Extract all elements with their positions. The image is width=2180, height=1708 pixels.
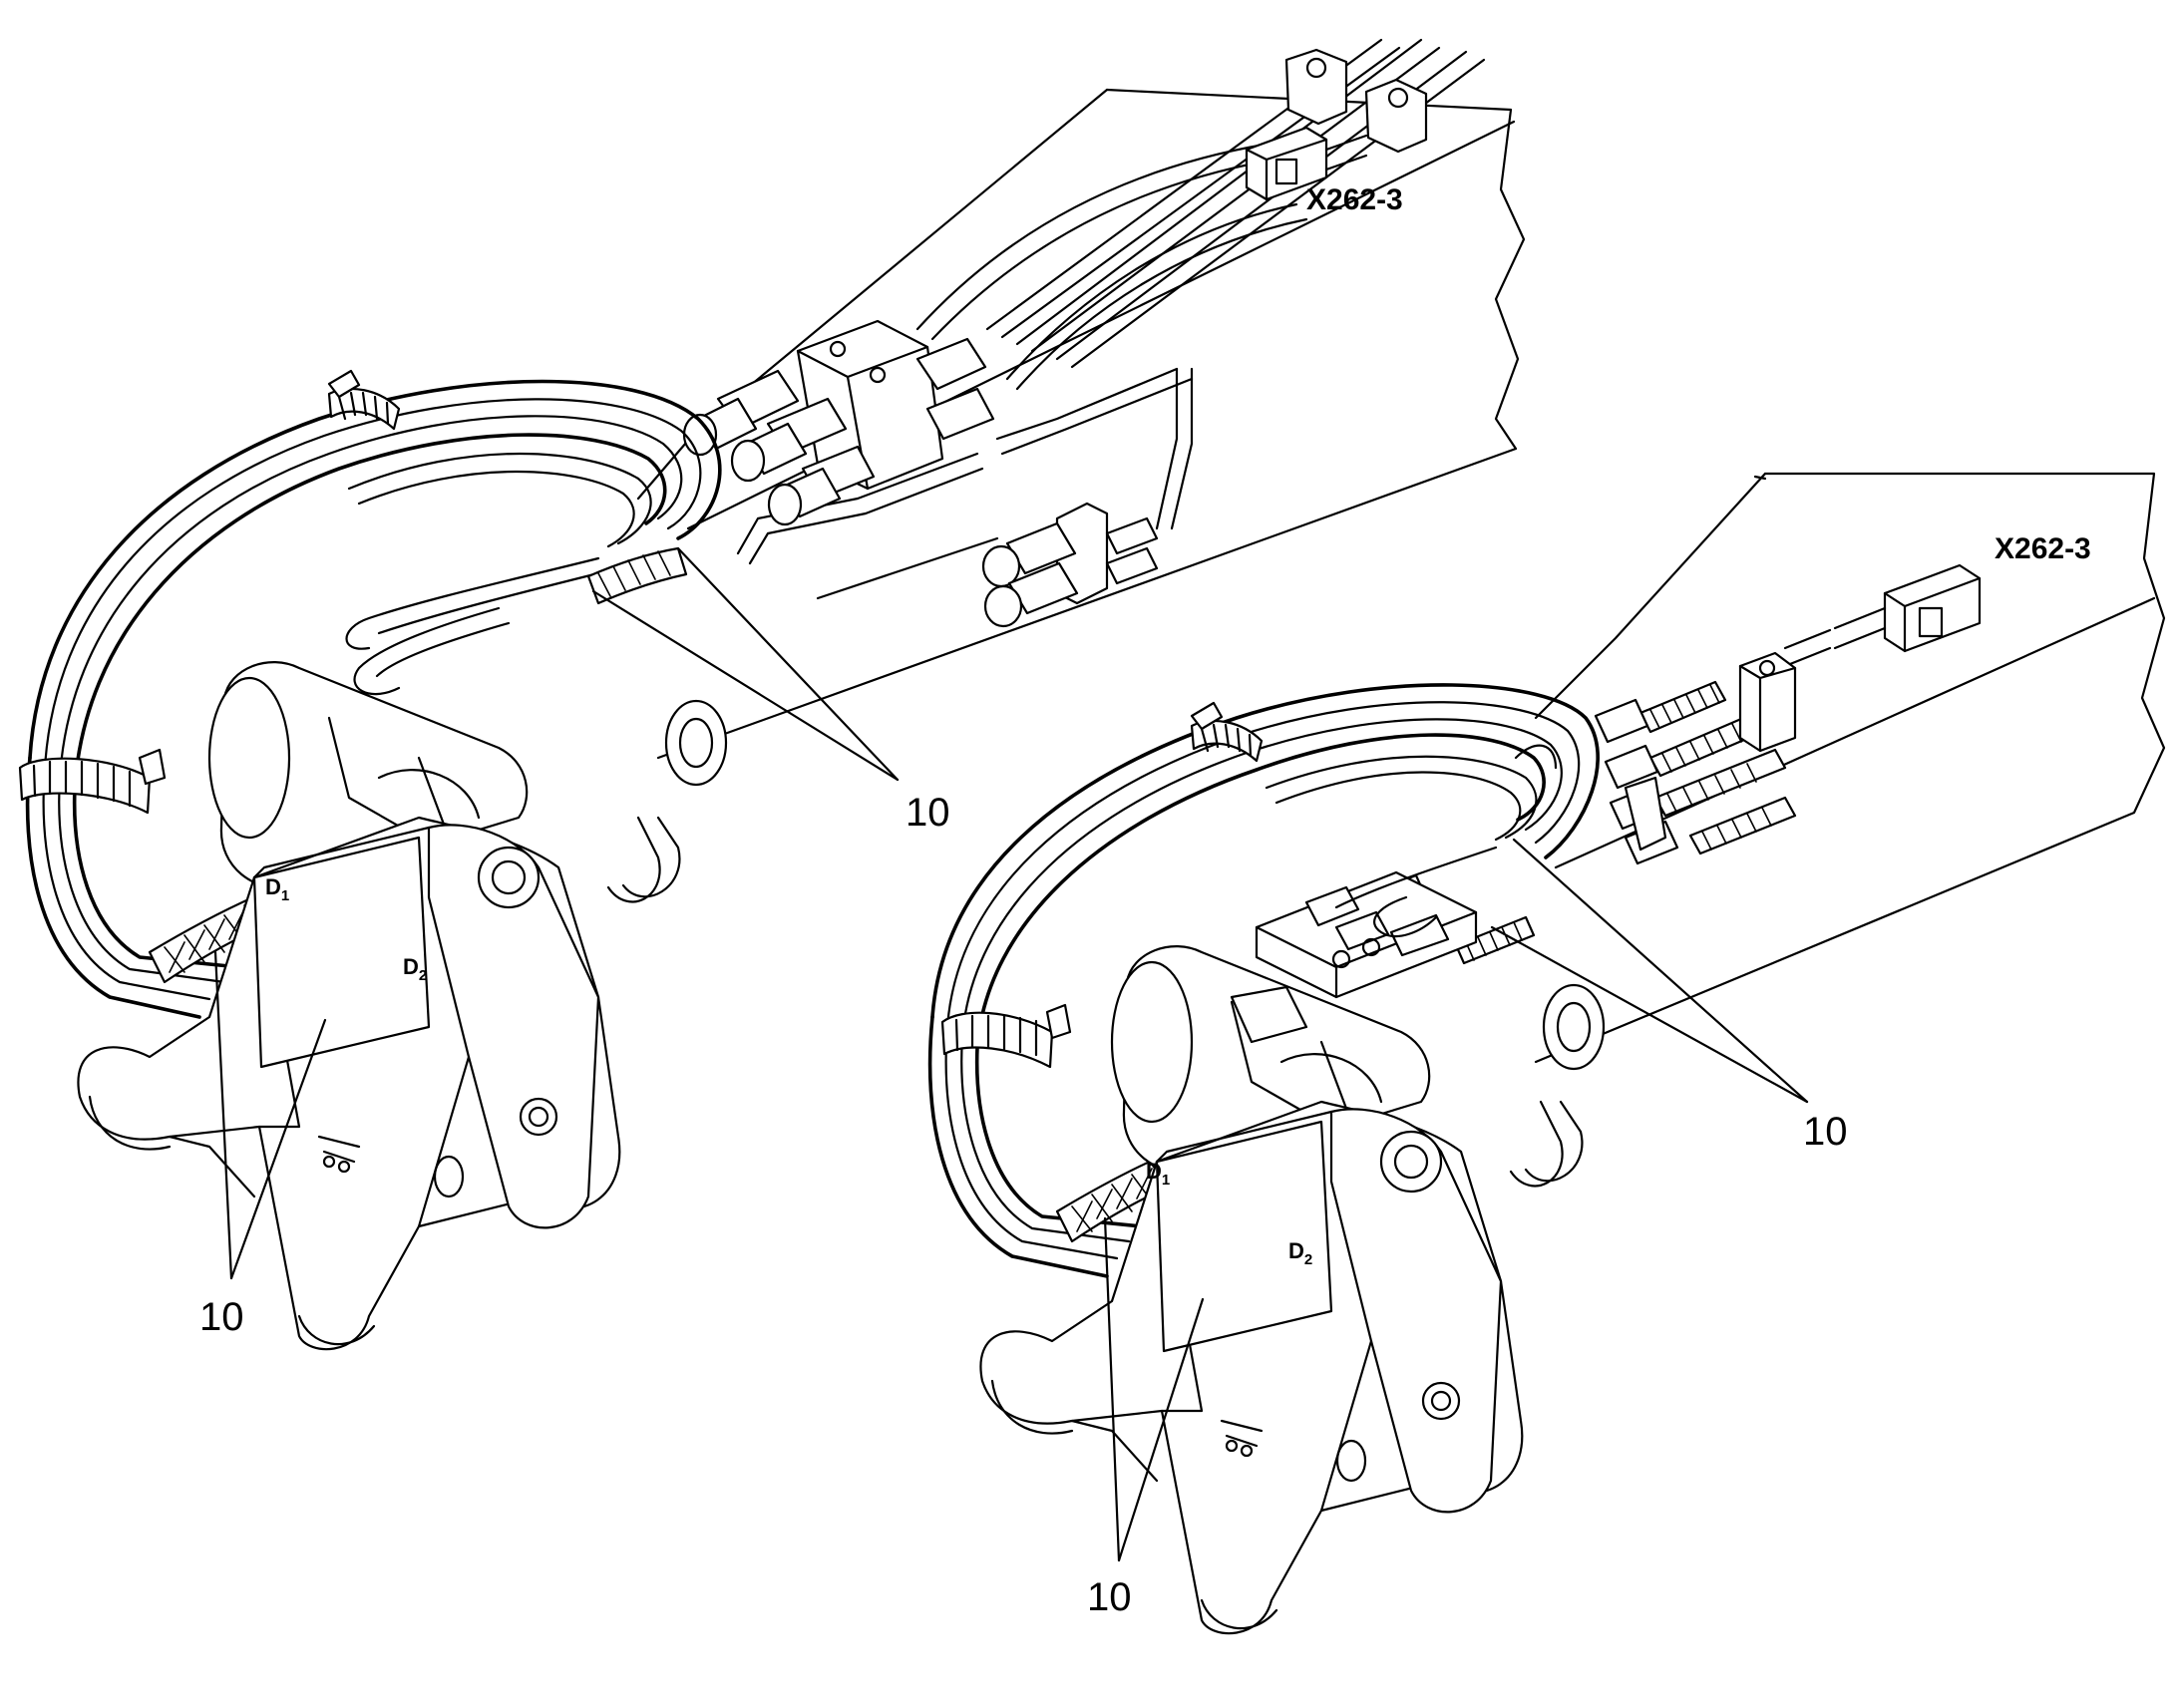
left-d-port-labels: D1 D2 xyxy=(265,874,427,984)
right-electrical-connector xyxy=(1783,563,1982,668)
left-d1-letter: D xyxy=(265,874,281,899)
right-hose-coil xyxy=(927,683,1600,1278)
left-d2-index: 2 xyxy=(419,967,427,984)
right-hitch-body xyxy=(979,1100,1584,1635)
right-d1-letter: D xyxy=(1146,1159,1162,1184)
right-port-plate xyxy=(1155,1110,1333,1353)
left-hose-clamps xyxy=(18,369,401,815)
left-hitch-body xyxy=(77,816,681,1351)
callout-10-right-lower: 10 xyxy=(1087,1575,1132,1619)
svg-text:D2: D2 xyxy=(1288,1238,1312,1268)
left-quick-coupler xyxy=(981,502,1159,628)
left-port-plate xyxy=(252,826,431,1069)
right-d2-letter: D xyxy=(1288,1238,1304,1263)
left-leader-lines xyxy=(213,546,900,1280)
callout-10-right-upper: 10 xyxy=(1803,1110,1848,1154)
right-boom-clamp xyxy=(1738,651,1797,753)
left-electrical-connector xyxy=(1245,126,1368,201)
right-boom-arm xyxy=(1534,472,2166,1071)
right-d2-index: 2 xyxy=(1304,1251,1312,1268)
left-hose-coil xyxy=(25,379,722,1019)
right-boom-fittings xyxy=(1594,698,1679,865)
connector-label-right: X262-3 xyxy=(1995,532,2091,565)
right-hose-clamps xyxy=(940,701,1558,1069)
connector-label-top: X262-3 xyxy=(1306,183,1403,216)
left-d1-index: 1 xyxy=(281,887,289,904)
right-d1-index: 1 xyxy=(1162,1172,1170,1189)
svg-text:D2: D2 xyxy=(403,954,427,984)
callout-10-left-lower: 10 xyxy=(199,1295,244,1339)
right-leader-lines xyxy=(1103,838,1809,1562)
svg-text:D1: D1 xyxy=(265,874,289,904)
left-pipe-clamps xyxy=(1284,48,1428,154)
right-valve-plate xyxy=(1255,870,1478,999)
callout-10-left-upper: 10 xyxy=(906,791,950,835)
right-d-port-labels: D1 D2 xyxy=(1146,1159,1312,1268)
svg-text:D1: D1 xyxy=(1146,1159,1170,1189)
left-d2-letter: D xyxy=(403,954,419,979)
left-assembly xyxy=(18,38,1526,1351)
right-assembly xyxy=(927,472,2166,1635)
